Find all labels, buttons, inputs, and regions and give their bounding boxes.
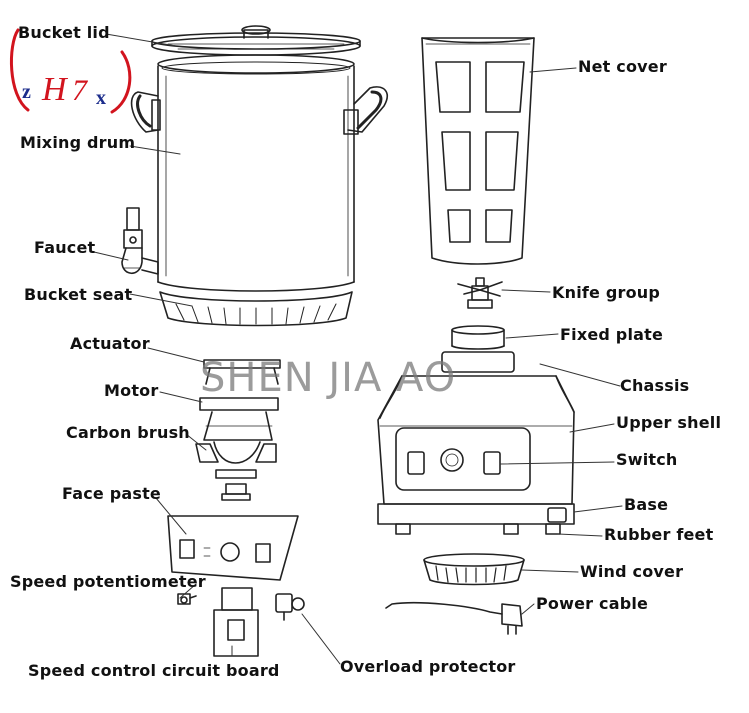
label-rubber-feet: Rubber feet [604, 525, 714, 544]
power-cable-part [385, 601, 523, 635]
label-faucet: Faucet [34, 238, 96, 257]
speed-knob [440, 448, 464, 472]
label-net-cover: Net cover [578, 57, 667, 76]
label-fixed-plate: Fixed plate [560, 325, 664, 344]
rubber-foot-left [395, 523, 411, 535]
wind-cover-part [423, 553, 525, 586]
knife-group-part [457, 277, 503, 309]
label-bucket-seat: Bucket seat [24, 285, 133, 304]
carbon-brush-part [195, 441, 277, 501]
switch-left [407, 451, 425, 475]
logo-letter-7: 7 [72, 74, 89, 107]
label-power-cable: Power cable [536, 594, 649, 613]
rubber-foot-right [545, 523, 561, 535]
fixed-plate-part [451, 325, 505, 350]
label-overload-protector: Overload protector [340, 657, 516, 676]
net-cover-part [421, 37, 535, 265]
label-speed-control-circuit-board: Speed control circuit board [28, 661, 280, 680]
leader-lines [93, 33, 623, 665]
overload-protector-part [275, 593, 305, 621]
rubber-foot-middle [503, 523, 519, 535]
bucket-seat-part [159, 291, 353, 327]
bucket-lid-part [151, 25, 361, 56]
label-knife-group: Knife group [552, 283, 661, 302]
label-chassis: Chassis [620, 376, 690, 395]
label-actuator: Actuator [70, 334, 150, 353]
faucet-part [121, 207, 159, 275]
label-speed-potentiometer: Speed potentiometer [10, 572, 206, 591]
actuator-part [203, 359, 281, 385]
speed-potentiometer-part [177, 593, 197, 605]
mixing-drum-part [130, 54, 388, 292]
label-mixing-drum: Mixing drum [20, 133, 136, 152]
face-paste-part [167, 515, 299, 581]
label-face-paste: Face paste [62, 484, 161, 503]
logo-letter-h: H [41, 71, 69, 108]
label-bucket-lid: Bucket lid [18, 23, 110, 42]
switch-right [483, 451, 501, 475]
logo-letter-z: z [22, 81, 31, 103]
label-carbon-brush: Carbon brush [66, 423, 190, 442]
watermark-text: SHEN JIA AO [200, 355, 457, 401]
motor-part [199, 397, 279, 441]
label-base: Base [624, 495, 669, 514]
brand-logo: z H 7 x [9, 28, 132, 114]
speed-control-circuit-board-part [213, 587, 259, 657]
label-switch: Switch [616, 450, 678, 469]
label-upper-shell: Upper shell [616, 413, 722, 432]
chassis-part [377, 351, 575, 535]
label-motor: Motor [104, 381, 159, 400]
label-wind-cover: Wind cover [580, 562, 684, 581]
logo-letter-x: x [96, 87, 106, 109]
